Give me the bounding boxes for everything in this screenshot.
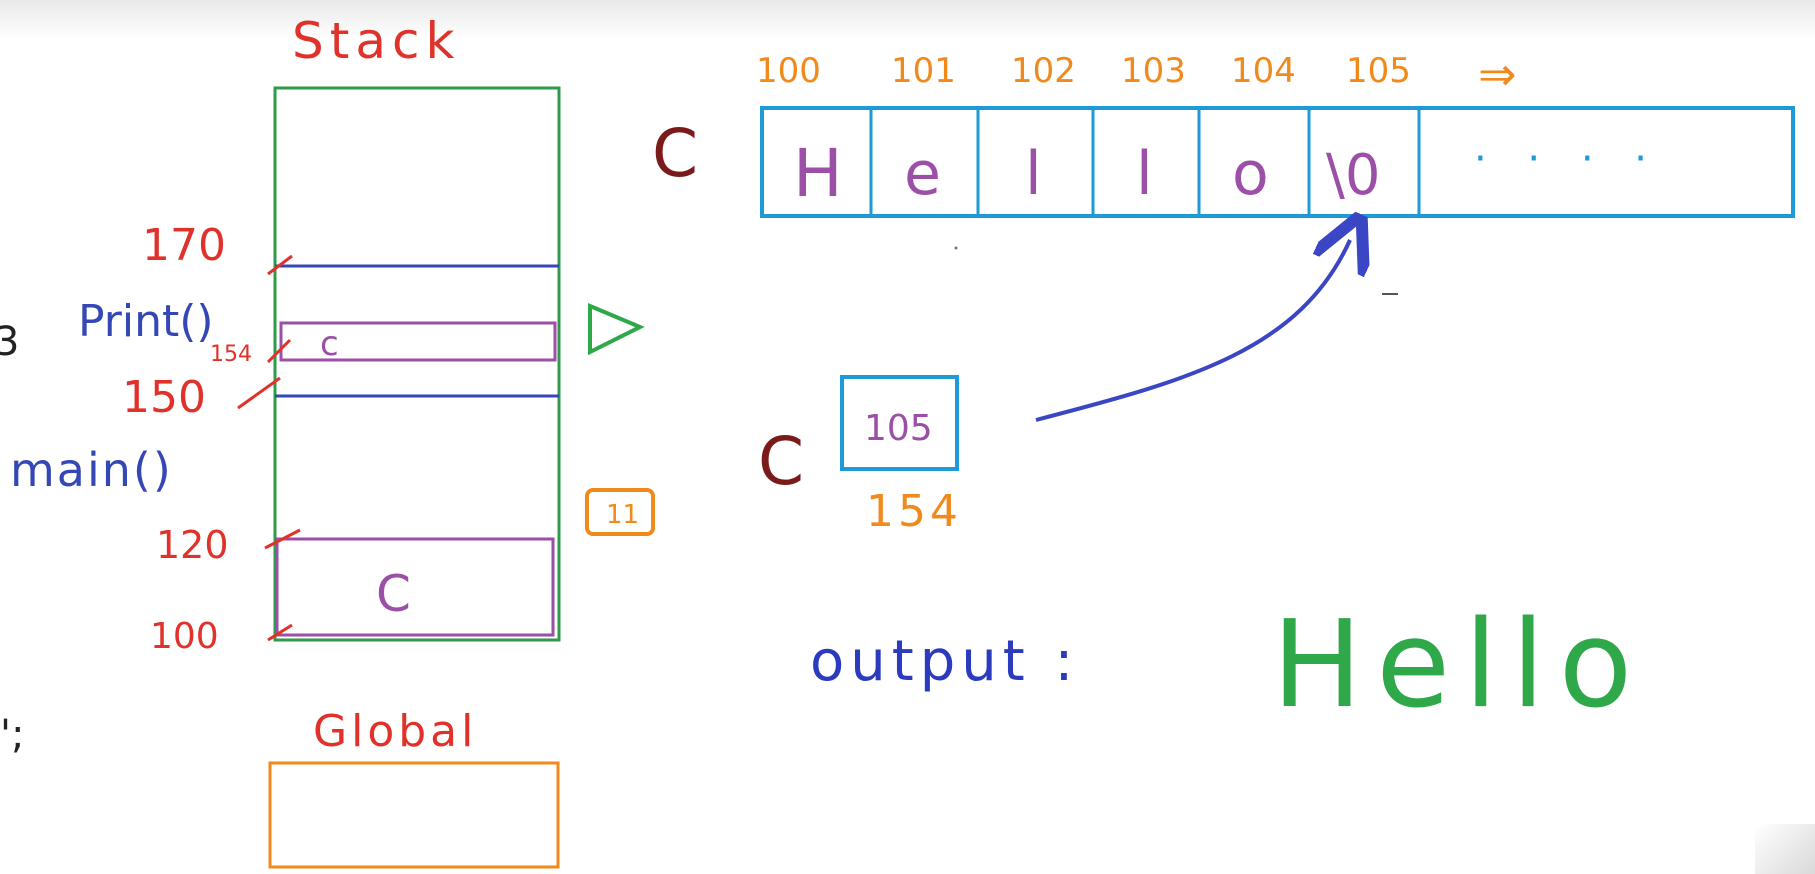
- corner-shade: [1755, 824, 1815, 874]
- pointer-name: C: [758, 423, 804, 500]
- frame-main-label: main(): [10, 443, 173, 497]
- output-label: output :: [810, 629, 1079, 694]
- stack-box: [273, 86, 561, 642]
- array-cell: l: [1025, 139, 1042, 209]
- code-brace: 3: [0, 319, 19, 365]
- array-outline: [760, 106, 1795, 218]
- array-cell: l: [1136, 139, 1153, 209]
- output-value: Hello: [1272, 596, 1646, 735]
- tick-120: [264, 528, 301, 550]
- array-indices: 100 101 102 103 104 105 ⇒: [756, 47, 1517, 101]
- address-154: 154: [210, 342, 252, 367]
- array-cell: e: [904, 139, 941, 209]
- array-cell: o: [1232, 139, 1269, 209]
- address-100: 100: [150, 616, 219, 657]
- main-c-cell: [275, 537, 555, 637]
- stray-dot: [954, 246, 958, 250]
- code-semicolon: ';: [0, 712, 24, 758]
- tick-170: [267, 254, 293, 276]
- address-120: 120: [156, 523, 229, 567]
- print-c-label: c: [320, 324, 339, 364]
- array-name: C: [652, 115, 698, 192]
- array-index: 100: [756, 51, 821, 91]
- global-box: [268, 761, 560, 869]
- boxed-number-marker: [585, 488, 655, 536]
- play-marker-icon: [588, 302, 645, 356]
- array-cell: H: [793, 135, 843, 212]
- pointer-value: 105: [864, 408, 933, 449]
- pointer-arrow: [1035, 240, 1350, 422]
- pointer-address: 154: [866, 486, 962, 537]
- array-index: 101: [891, 51, 956, 91]
- main-c-label: C: [376, 565, 411, 623]
- top-shade: [0, 0, 1815, 40]
- array-index: 102: [1011, 51, 1076, 91]
- tick-154: [266, 338, 292, 364]
- stack-title: Stack: [292, 12, 460, 70]
- tick-100: [267, 623, 293, 642]
- array-index: 104: [1231, 51, 1296, 91]
- array-trailing-dots: · · · ·: [1474, 136, 1661, 182]
- array-continue-arrow: ⇒: [1478, 47, 1517, 101]
- global-title: Global: [313, 706, 477, 757]
- array-index: 103: [1121, 51, 1186, 91]
- array-boxes: [760, 106, 1795, 218]
- pointer-box: [840, 375, 959, 471]
- frame-print-label: Print(): [78, 296, 214, 347]
- address-150: 150: [122, 372, 206, 423]
- boxed-number-text: 11: [606, 500, 639, 530]
- array-cell: \0: [1326, 143, 1381, 208]
- address-170: 170: [142, 220, 226, 271]
- print-c-cell: [279, 321, 557, 362]
- array-cells: H e l l o \0 · · · ·: [793, 135, 1661, 212]
- tick-150: [237, 376, 281, 410]
- array-index: 105: [1346, 51, 1411, 91]
